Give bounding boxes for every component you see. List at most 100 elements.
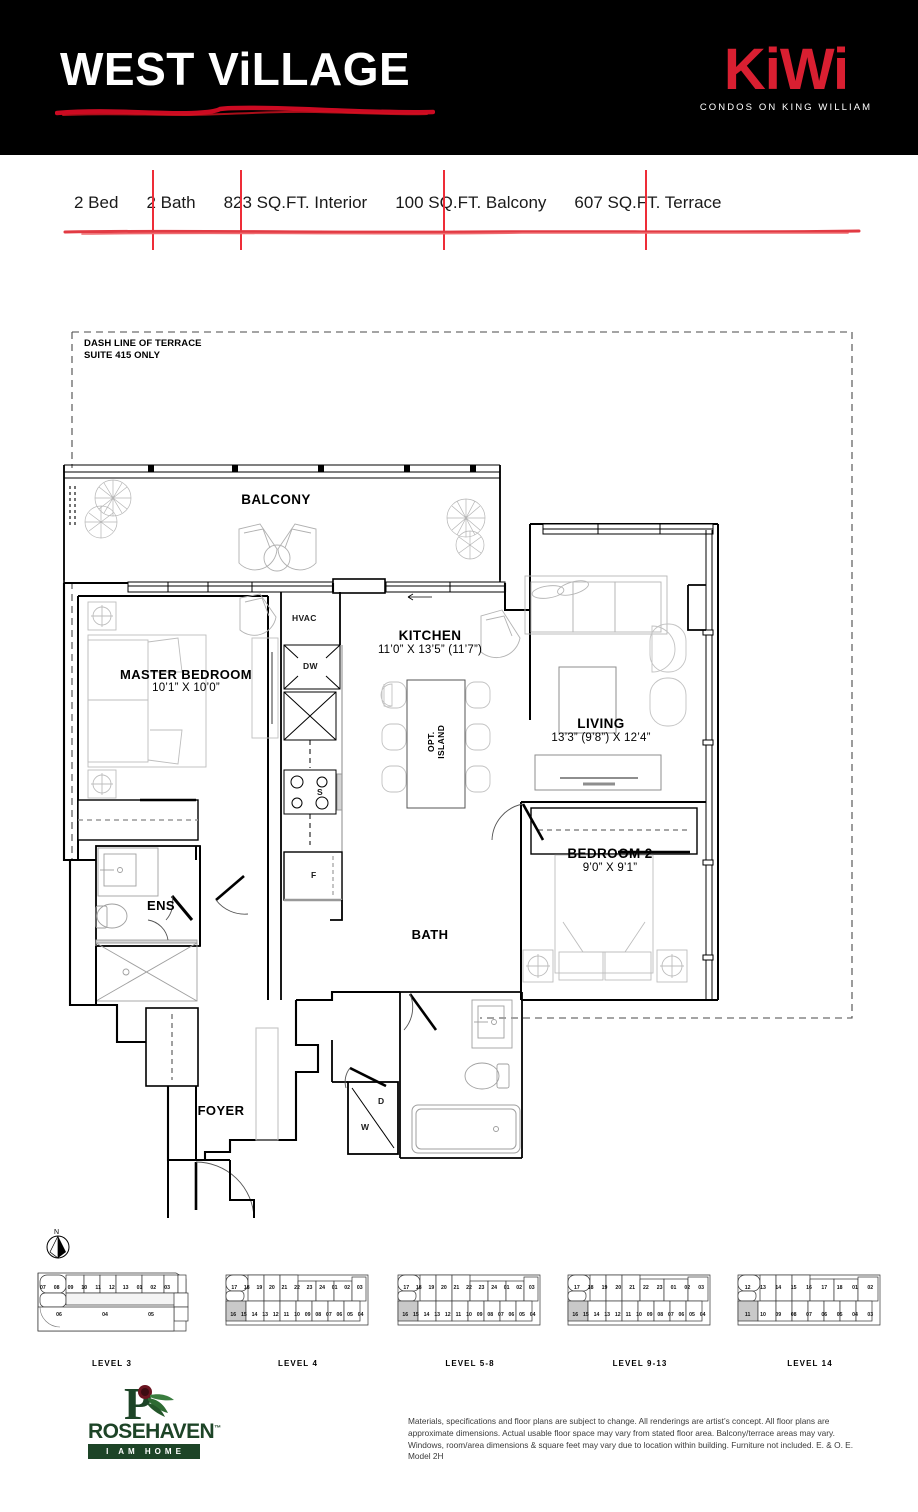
living-curtainwall-right [702, 530, 714, 1000]
key-plan-unit-16: 16 [572, 1312, 579, 1318]
bedroom2-door [491, 803, 545, 841]
key-plan-unit-11: 11 [283, 1312, 290, 1318]
key-plan-caption-9-13: LEVEL 9-13 [612, 1359, 668, 1368]
bath-toilet [464, 1062, 510, 1090]
kiwi-logo: KiWi CONDOS ON KING WILLIAM [696, 40, 876, 113]
ens-door [147, 895, 194, 941]
bedroom2-bed [522, 854, 688, 983]
key-plan-unit-09: 09 [67, 1285, 74, 1291]
page-title: WEST ViLLAGE [60, 43, 411, 95]
key-plan-unit-10: 10 [636, 1312, 642, 1318]
page-footer: P ROSEHAVEN™ I AM HOME Materials, specif… [0, 1375, 918, 1512]
hvac-closet [280, 592, 341, 920]
compass-north-icon: N [46, 1229, 70, 1259]
ens-vanity [97, 847, 159, 897]
fridge-unit [283, 851, 343, 902]
key-plan-unit-06: 06 [678, 1312, 685, 1318]
spec-item-bed: 2 Bed [74, 193, 119, 212]
specbar-underline-brush [63, 229, 861, 235]
key-plan-58-drawing [397, 1274, 541, 1326]
key-plan-unit-11: 11 [455, 1312, 462, 1318]
key-plan-unit-05: 05 [519, 1312, 525, 1318]
key-plan-unit-01: 01 [503, 1285, 510, 1291]
key-plan-unit-10: 10 [81, 1285, 88, 1291]
key-plan-unit-17: 17 [231, 1285, 238, 1291]
key-plan-unit-10: 10 [760, 1312, 766, 1318]
room-label-bath: BATH [411, 927, 449, 942]
key-plan-unit-11: 11 [744, 1312, 751, 1318]
room-label-ens: ENS [147, 898, 175, 913]
key-plan-unit-03: 03 [356, 1285, 363, 1291]
laundry-door [344, 1066, 387, 1089]
spec-item-terrace: 607 SQ.FT. Terrace [574, 193, 722, 212]
key-plan-unit-13: 13 [434, 1312, 441, 1318]
fixture-label-opt-island: OPT. ISLAND [426, 724, 446, 759]
key-plan-unit-10: 10 [294, 1312, 300, 1318]
living-window-wall [542, 523, 714, 535]
rosehaven-rose-icon: P [124, 1379, 174, 1425]
key-plan-unit-13: 13 [262, 1312, 269, 1318]
key-plan-unit-07: 07 [497, 1312, 504, 1318]
bath-tub [411, 1104, 521, 1154]
key-plan-unit-04: 04 [102, 1312, 108, 1318]
balcony-tree-2 [84, 505, 118, 539]
key-plan-unit-08: 08 [315, 1312, 322, 1318]
key-plan-unit-03: 03 [164, 1285, 170, 1291]
key-plan-unit-05: 05 [836, 1312, 843, 1318]
key-plan-unit-16: 16 [230, 1312, 237, 1318]
key-plan-unit-22: 22 [643, 1285, 649, 1291]
room-label-balcony: BALCONY [241, 492, 311, 507]
key-plan-unit-13: 13 [122, 1285, 129, 1291]
key-plan-unit-08: 08 [487, 1312, 494, 1318]
key-plan-unit-01: 01 [331, 1285, 338, 1291]
key-plan-unit-20: 20 [615, 1285, 622, 1291]
bedroom2-walls [520, 801, 718, 1001]
room-label-master-bedroom: MASTER BEDROOM 10’1” X 10’0” [120, 667, 252, 695]
key-plan-913-drawing [567, 1274, 711, 1326]
key-plan-unit-06: 06 [821, 1312, 828, 1318]
key-plan-unit-20: 20 [269, 1285, 275, 1291]
key-plan-caption-3: LEVEL 3 [91, 1359, 132, 1368]
key-plan-unit-01: 01 [852, 1285, 858, 1291]
key-plan-unit-14: 14 [593, 1312, 600, 1318]
living-niche [687, 584, 706, 631]
key-plan-unit-15: 15 [241, 1312, 247, 1318]
room-label-bedroom2: BEDROOM 2 9’0” X 9’1” [567, 846, 653, 874]
key-plan-unit-22: 22 [294, 1285, 300, 1291]
balcony-furniture [238, 523, 317, 572]
key-plan-unit-04: 04 [852, 1312, 858, 1318]
key-plan-unit-16: 16 [402, 1312, 409, 1318]
entry-threshold [167, 1160, 255, 1218]
key-plan-unit-17: 17 [403, 1285, 410, 1291]
key-plan-unit-04: 04 [529, 1312, 536, 1318]
terrace-dash-outline [71, 331, 853, 1019]
island-table [406, 679, 466, 809]
master-closet [77, 798, 199, 841]
key-plan-unit-19: 19 [601, 1285, 608, 1291]
page-header: WEST ViLLAGE KiWi CONDOS ON KING WILLIAM [0, 0, 918, 155]
key-plan-unit-01: 01 [136, 1285, 143, 1291]
key-plan-unit-12: 12 [109, 1285, 115, 1291]
key-plan-unit-14: 14 [251, 1312, 258, 1318]
svg-text:N: N [54, 1229, 59, 1236]
balcony-tree-3 [446, 498, 486, 538]
key-plan-unit-07: 07 [667, 1312, 674, 1318]
terrace-note-line-1: DASH LINE OF TERRACE [84, 338, 202, 349]
key-plan-unit-02: 02 [684, 1285, 691, 1291]
ens-shower [95, 939, 198, 1002]
key-plan-unit-12: 12 [272, 1312, 279, 1318]
balcony-tree-4 [455, 530, 485, 560]
key-plan-unit-19: 19 [428, 1285, 435, 1291]
key-plan-unit-17: 17 [574, 1285, 580, 1291]
key-plan-unit-07: 07 [325, 1312, 332, 1318]
spec-divider-2 [240, 170, 242, 250]
bath-door [403, 993, 438, 1031]
key-plans-strip: N [0, 1225, 918, 1370]
key-plan-unit-07: 07 [40, 1285, 46, 1291]
key-plan-unit-24: 24 [491, 1285, 497, 1291]
